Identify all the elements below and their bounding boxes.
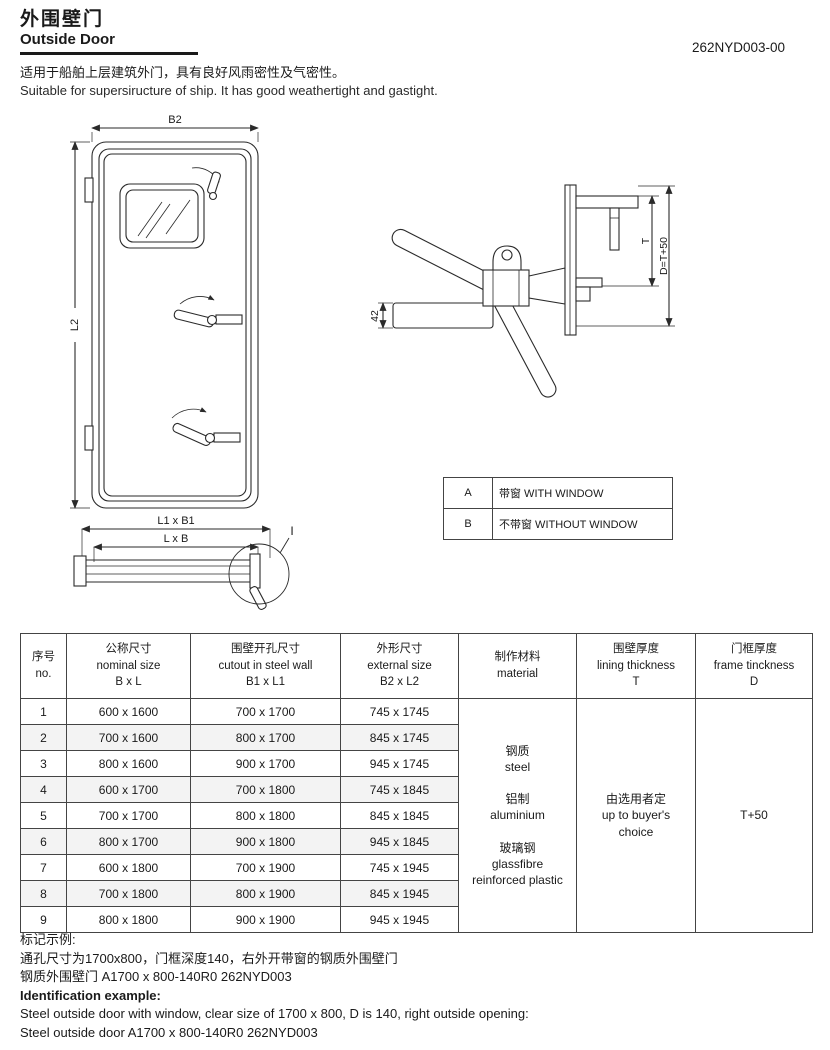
cell-nominal: 600 x 1700	[66, 776, 191, 803]
page-title-block: 外围壁门 Outside Door	[20, 4, 198, 55]
cell-cutout: 900 x 1800	[190, 828, 341, 855]
table-row-9: 9 800 x 1800 900 x 1900 945 x 1945	[20, 906, 813, 933]
table-row-3: 3 800 x 1600 900 x 1700 945 x 1745	[20, 750, 813, 777]
variant-table: A 带窗 WITH WINDOW B 不带窗 WITHOUT WINDOW	[443, 477, 673, 540]
cell-cutout: 900 x 1900	[190, 906, 341, 933]
cell-external: 845 x 1745	[340, 724, 459, 751]
col-header-lining-thickness: 围壁厚度 lining thickness T	[576, 633, 696, 699]
cell-external: 745 x 1845	[340, 776, 459, 803]
col-header-frame-thickness: 门框厚度 frame tinckness D	[695, 633, 813, 699]
cell-no: 9	[20, 906, 67, 933]
cell-cutout: 900 x 1700	[190, 750, 341, 777]
dim-label-42: 42	[369, 310, 381, 322]
mark-line1-zh: 通孔尺寸为1700x800，门框深度140，右外开带窗的钢质外围壁门	[20, 950, 398, 966]
cell-no: 2	[20, 724, 67, 751]
cell-nominal: 700 x 1600	[66, 724, 191, 751]
page-title-en: Outside Door	[20, 31, 116, 48]
dim-label-lb: L x B	[164, 533, 189, 545]
col-header-no: 序号 no.	[20, 633, 67, 699]
size-table-header-row: 序号 no. 公称尺寸 nominal size B x L 围壁开孔尺寸 cu…	[20, 633, 813, 699]
dim-label-t: T	[640, 237, 652, 244]
size-table: 序号 no. 公称尺寸 nominal size B x L 围壁开孔尺寸 cu…	[20, 633, 813, 933]
cell-nominal: 700 x 1800	[66, 880, 191, 907]
cell-no: 1	[20, 698, 67, 725]
cell-external: 945 x 1745	[340, 750, 459, 777]
mark-line1-en: Steel outside door with window, clear si…	[20, 1006, 529, 1021]
cell-frame-thickness: T+50	[695, 698, 813, 933]
cell-cutout: 700 x 1700	[190, 698, 341, 725]
cell-cutout: 800 x 1900	[190, 880, 341, 907]
variant-row-a: A 带窗 WITH WINDOW	[443, 477, 673, 509]
col-header-nominal-size: 公称尺寸 nominal size B x L	[66, 633, 191, 699]
cell-cutout: 800 x 1800	[190, 802, 341, 829]
cell-nominal: 800 x 1700	[66, 828, 191, 855]
cell-no: 4	[20, 776, 67, 803]
cell-no: 3	[20, 750, 67, 777]
variant-key-b: B	[443, 508, 493, 540]
table-row-5: 5 700 x 1700 800 x 1800 845 x 1845	[20, 802, 813, 829]
cell-cutout: 700 x 1800	[190, 776, 341, 803]
cell-external: 745 x 1945	[340, 854, 459, 881]
door-front-drawing: B2 L2 L1 x B1 L x B I	[69, 114, 294, 610]
col-header-cutout-size: 围壁开孔尺寸 cutout in steel wall B1 x L1	[190, 633, 341, 699]
description-zh: 适用于船舶上层建筑外门，具有良好风雨密性及气密性。	[20, 65, 346, 80]
identification-example: 标记示例: 通孔尺寸为1700x800，门框深度140，右外开带窗的钢质外围壁门…	[20, 931, 529, 1042]
mark-line2-zh: 钢质外围壁门 A1700 x 800-140R0 262NYD003	[20, 969, 292, 984]
cell-lining-thickness: 由选用者定 up to buyer's choice	[576, 698, 696, 933]
variant-label-a: 带窗 WITH WINDOW	[492, 477, 673, 509]
cell-external: 745 x 1745	[340, 698, 459, 725]
detail-label-i: I	[290, 524, 293, 538]
cell-no: 7	[20, 854, 67, 881]
variant-label-b: 不带窗 WITHOUT WINDOW	[492, 508, 673, 540]
cell-no: 5	[20, 802, 67, 829]
dim-label-d: D=T+50	[658, 237, 670, 275]
mark-line2-en: Steel outside door A1700 x 800-140R0 262…	[20, 1024, 318, 1040]
variant-row-b: B 不带窗 WITHOUT WINDOW	[443, 508, 673, 540]
dim-label-l1b1: L1 x B1	[157, 515, 194, 527]
cell-external: 845 x 1945	[340, 880, 459, 907]
page-title-zh: 外围壁门	[20, 9, 105, 30]
mark-title-zh: 标记示例:	[20, 932, 76, 947]
col-header-external-size: 外形尺寸 external size B2 x L2	[340, 633, 459, 699]
cell-external: 845 x 1845	[340, 802, 459, 829]
cell-no: 6	[20, 828, 67, 855]
cell-cutout: 700 x 1900	[190, 854, 341, 881]
cell-external: 945 x 1845	[340, 828, 459, 855]
cell-nominal: 800 x 1800	[66, 906, 191, 933]
mark-title-en: Identification example:	[20, 987, 161, 1003]
table-row-1: 1 600 x 1600 700 x 1700 745 x 1745 钢质 st…	[20, 698, 813, 933]
cell-nominal: 600 x 1600	[66, 698, 191, 725]
dim-label-l2: L2	[69, 319, 81, 331]
cell-nominal: 600 x 1800	[66, 854, 191, 881]
closure-detail-drawing: 42 T D=T+50	[369, 184, 675, 398]
cell-external: 945 x 1945	[340, 906, 459, 933]
document-number: 262NYD003-00	[692, 40, 786, 55]
dim-label-b2: B2	[168, 114, 181, 126]
variant-key-a: A	[443, 477, 493, 509]
cell-nominal: 800 x 1600	[66, 750, 191, 777]
cell-no: 8	[20, 880, 67, 907]
description-en: Suitable for supersiructure of ship. It …	[20, 83, 438, 98]
cell-cutout: 800 x 1700	[190, 724, 341, 751]
cell-nominal: 700 x 1700	[66, 802, 191, 829]
col-header-material: 制作材料 material	[458, 633, 577, 699]
cell-material: 钢质 steel 铝制 aluminium 玻璃钢 glassfibre rei…	[458, 698, 577, 933]
